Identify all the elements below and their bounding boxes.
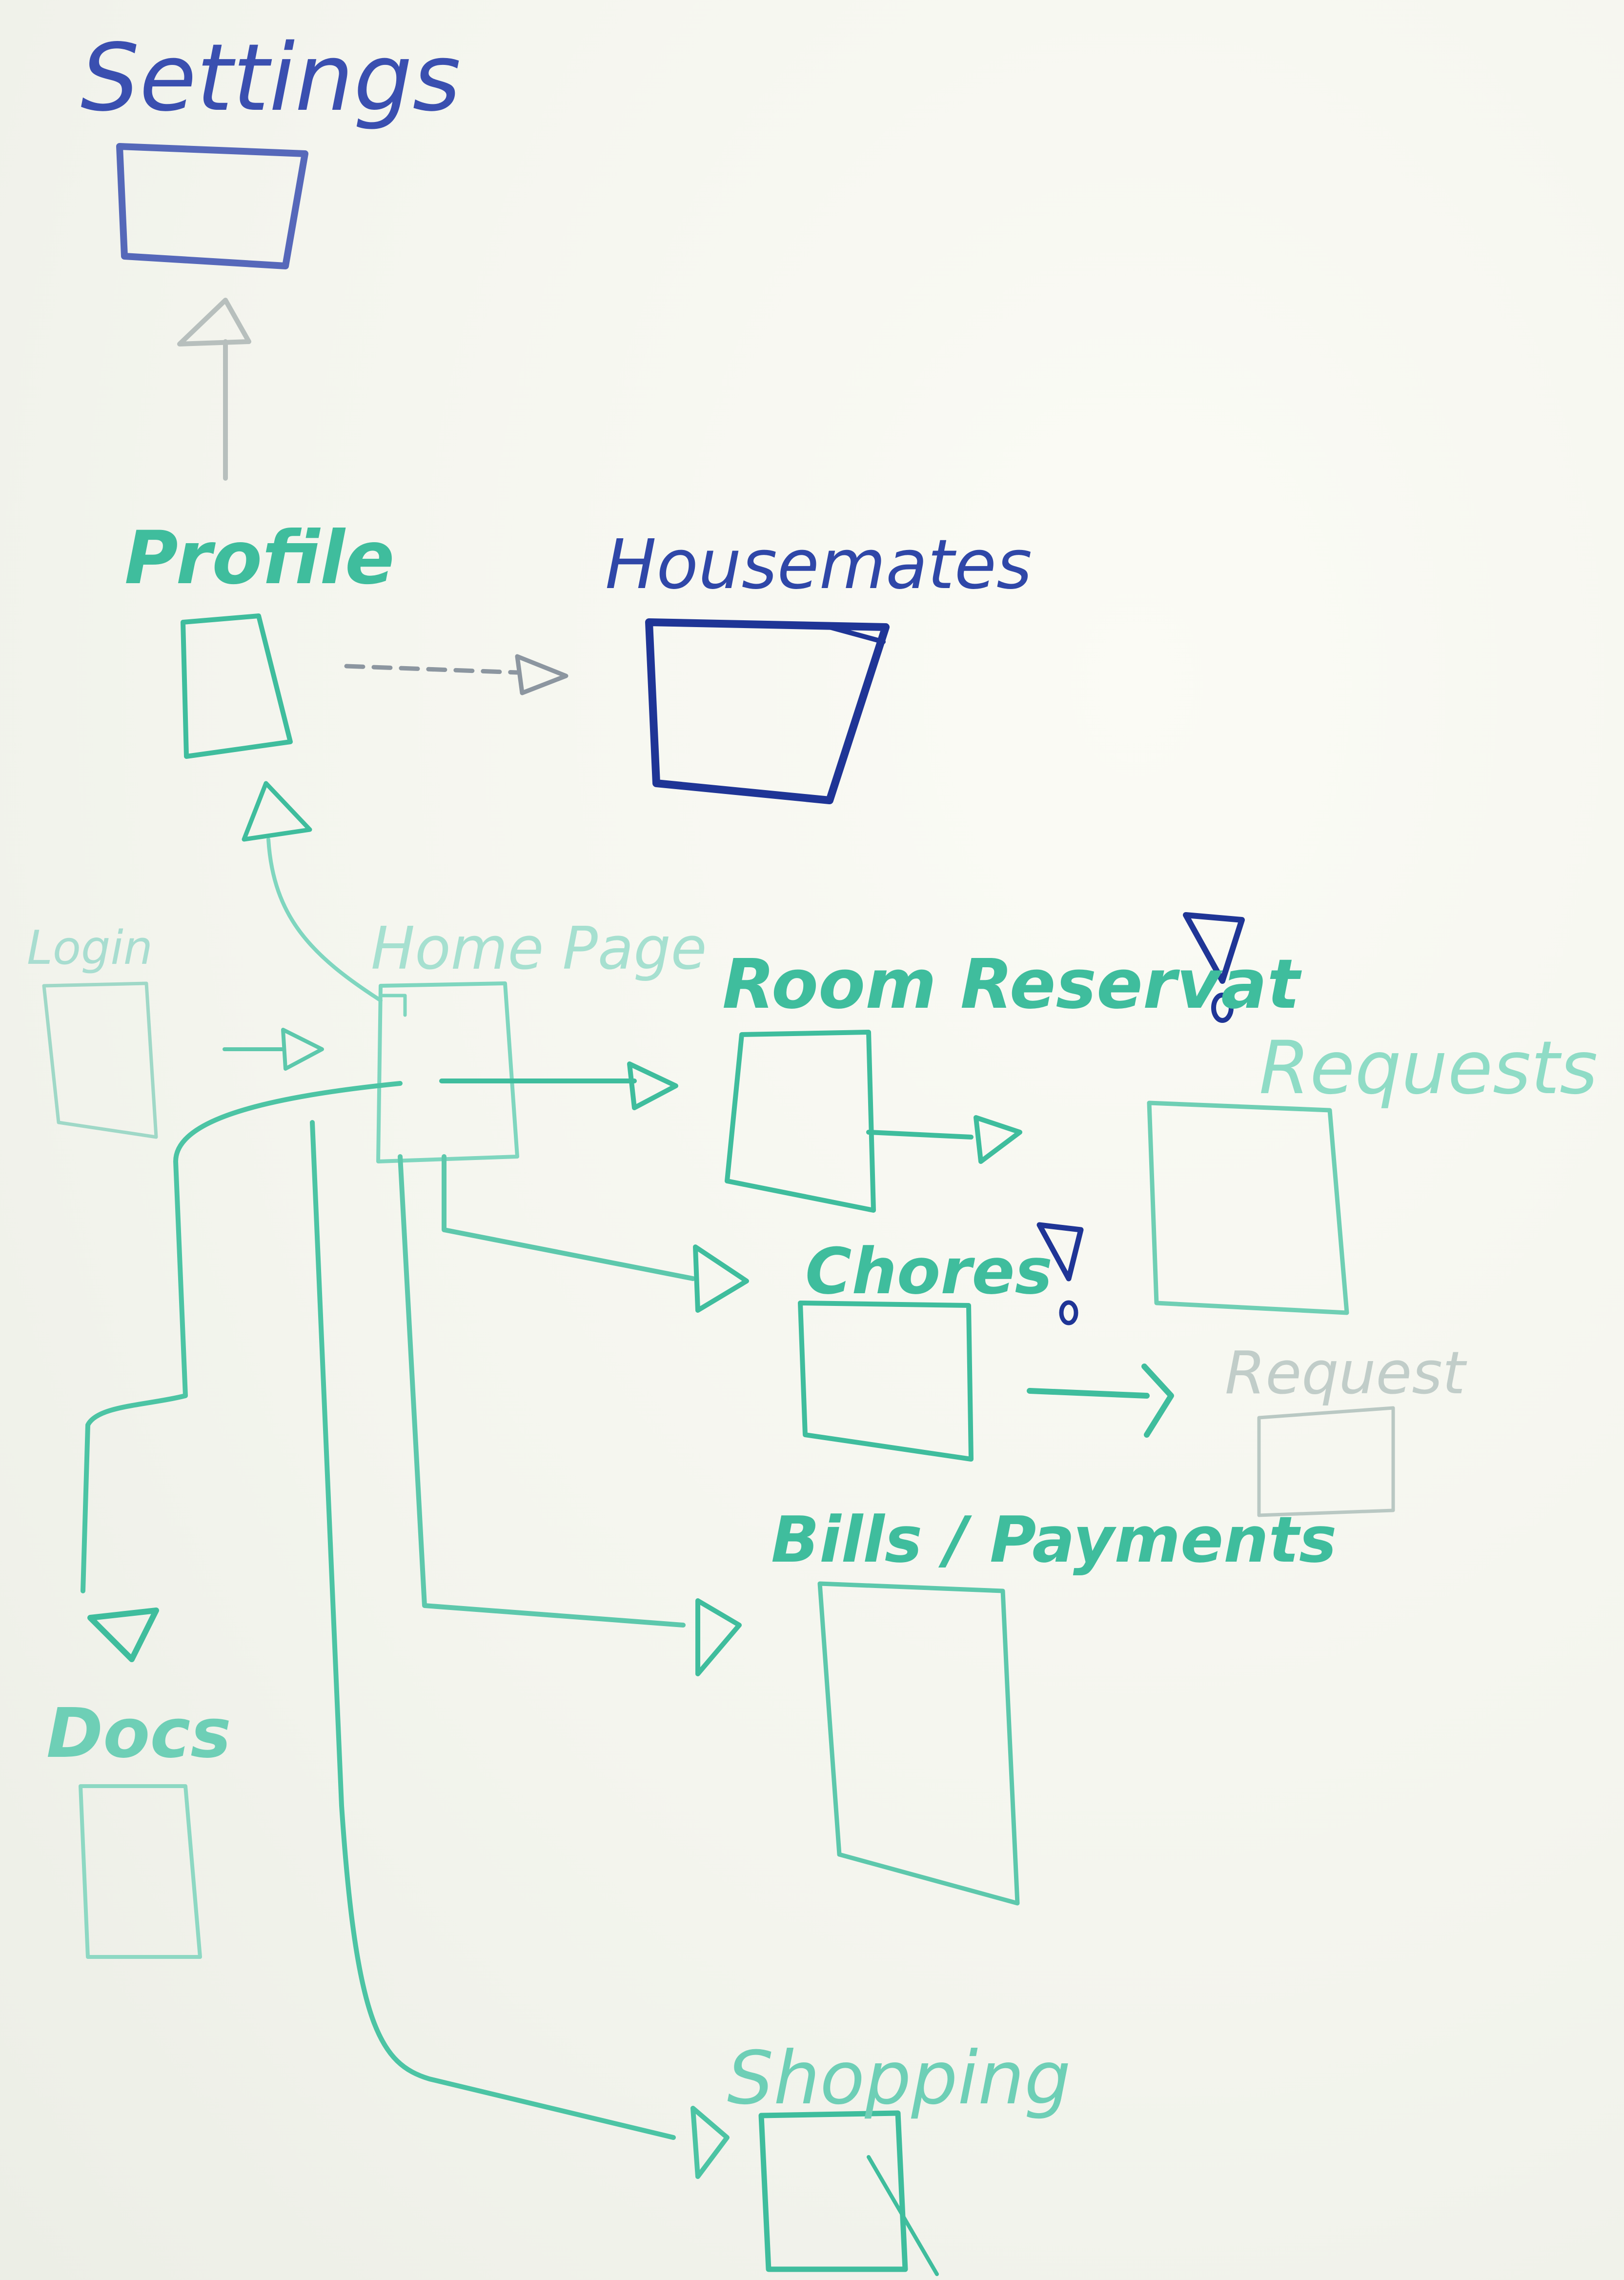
housemates-box: [645, 618, 890, 804]
login-box: [42, 981, 158, 1139]
home-page-label: Home Page: [371, 915, 707, 983]
bills-payments-label: Bills / Payments: [771, 1503, 1337, 1577]
docs-label: Docs: [46, 1694, 231, 1773]
requests-box: [1147, 1100, 1349, 1315]
profile-box: [181, 613, 293, 759]
arrowhead-icon: [974, 1115, 1022, 1164]
settings-label: Settings: [81, 24, 461, 132]
arrowhead-icon: [177, 298, 251, 346]
room-reservations-label: Room Reservat: [722, 945, 1302, 1024]
docs-box: [79, 1784, 202, 1959]
arrow-profile-to-housemates: [344, 664, 520, 675]
arrow-rooms-to-requests: [866, 1130, 974, 1140]
alert-exclamation-icon: [1183, 912, 1245, 1023]
bills-payments-box: [817, 1581, 1020, 1906]
requests-label: Requests: [1259, 1026, 1598, 1111]
arrowhead-icon: [690, 2106, 730, 2179]
arrowhead-icon: [281, 1028, 324, 1071]
shopping-label: Shopping: [727, 2036, 1071, 2121]
request-label: Request: [1225, 1340, 1467, 1407]
arrowhead-icon: [695, 1598, 742, 1676]
login-label: Login: [27, 921, 153, 975]
arrow-home-to-bills: [398, 1154, 686, 1628]
arrow-chores-to-request: [1027, 1388, 1150, 1399]
arrow-home-to-chores: [442, 1154, 695, 1281]
arrow-home-to-docs: [81, 1081, 403, 1593]
request-box: [1257, 1406, 1395, 1517]
chores-label: Chores: [805, 1234, 1053, 1308]
alert-exclamation-icon: [1036, 1222, 1084, 1325]
arrowhead-icon: [627, 1061, 678, 1110]
arrow-home-to-shopping: [310, 1120, 676, 2140]
shopping-box: [758, 2110, 908, 2272]
chores-box: [798, 1301, 974, 1462]
arrowhead-icon: [87, 1608, 159, 1662]
profile-label: Profile: [124, 516, 395, 601]
arrowhead-icon: [242, 781, 312, 842]
home-page-box: [376, 981, 519, 1163]
arrowhead-icon: [1141, 1364, 1174, 1438]
arrow-home-to-profile: [266, 837, 383, 1002]
room-reservations-box: [725, 1030, 876, 1213]
settings-box: [116, 143, 308, 269]
arrowhead-icon: [515, 654, 568, 695]
housemates-label: Housemates: [605, 525, 1032, 605]
arrowhead-icon: [693, 1244, 749, 1313]
